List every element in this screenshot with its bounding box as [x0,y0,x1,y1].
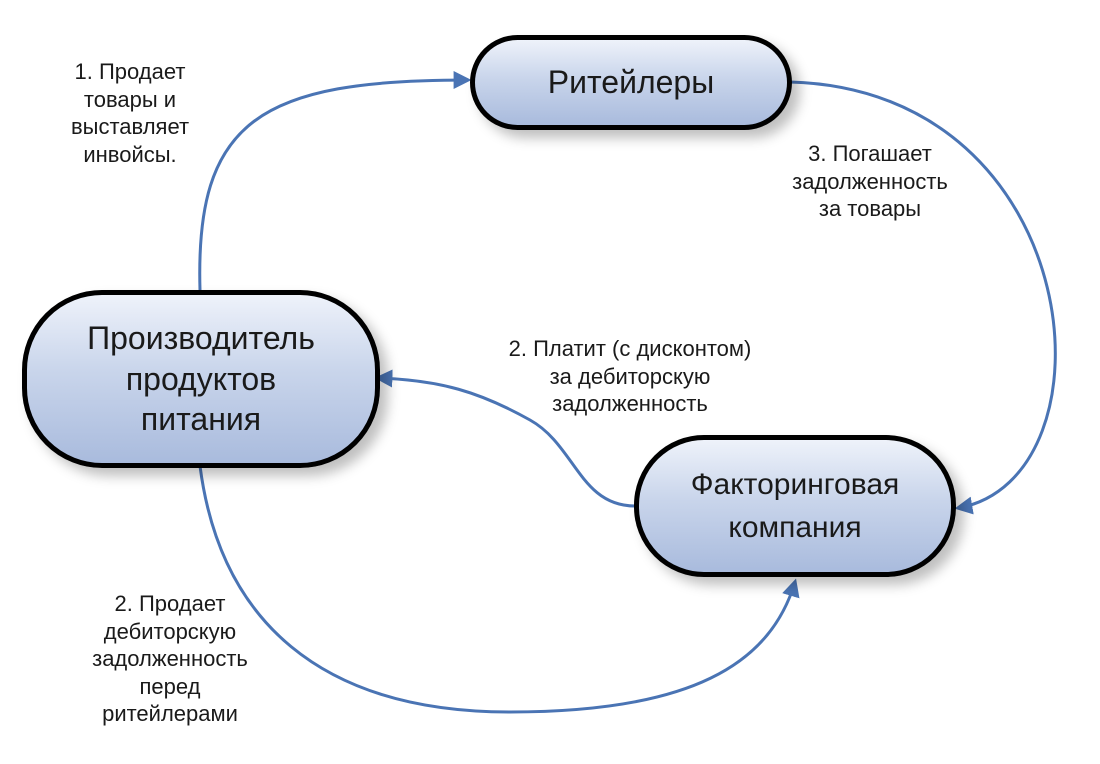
label-pays-discount: 2. Платит (с дисконтом) за дебиторскую з… [508,336,752,416]
arrow-producer-to-retailers [198,71,472,291]
label-sells-receivables: 2. Продает дебиторскую задолженность пер… [92,591,248,726]
arrow-producer-to-factoring [198,465,800,714]
arrow-factoring-to-producer [374,369,636,508]
node-retailers: Ритейлеры [470,35,792,130]
arrow-retailers-to-factoring [789,80,1057,515]
node-retailers-label: Ритейлеры [547,63,715,100]
node-factoring-label: Факторинговая компания [690,467,900,545]
label-sells-goods: 1. Продает товары и выставляет инвойсы. [70,59,190,167]
node-factoring: Факторинговая компания [634,435,956,577]
node-producer: Производитель продуктов питания [22,290,380,468]
node-producer-label: Производитель продуктов питания [87,319,315,438]
label-pays-debt: 3. Погашает задолженность за товары [792,141,948,221]
